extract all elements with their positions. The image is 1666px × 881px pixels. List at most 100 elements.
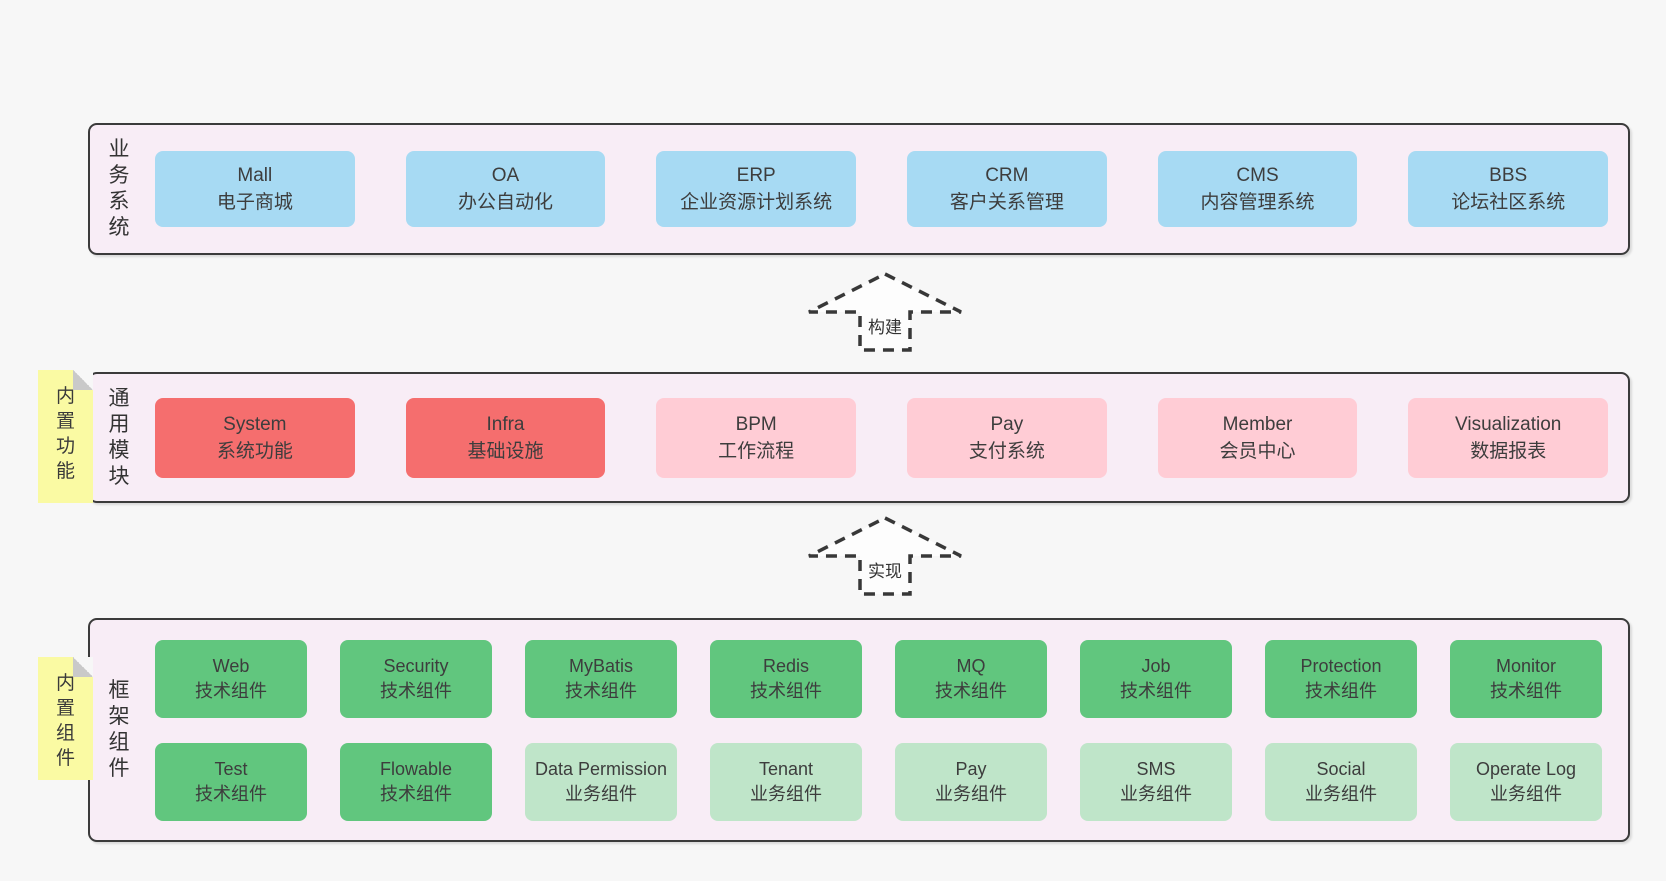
box-title: Mall	[237, 165, 273, 186]
box-title: BBS	[1489, 165, 1528, 186]
box-subtitle: 客户关系管理	[949, 192, 1064, 213]
box-member: Member 会员中心	[1157, 397, 1358, 478]
arrow-label: 构建	[865, 313, 905, 338]
tab-label: 内置组件	[56, 673, 76, 769]
box-job: Job 技术组件	[1080, 639, 1232, 718]
box-subtitle: 技术组件	[1490, 680, 1562, 701]
component-rows: Web 技术组件 Security 技术组件 MyBatis 技术组件 Redi…	[155, 639, 1602, 821]
box-operate-log: Operate Log 业务组件	[1450, 742, 1602, 821]
box-subtitle: 业务组件	[1120, 783, 1192, 804]
box-subtitle: 业务组件	[750, 783, 822, 804]
box-title: Security	[383, 655, 449, 676]
box-title: Test	[214, 758, 248, 779]
box-mq: MQ 技术组件	[895, 639, 1047, 718]
box-erp: ERP 企业资源计划系统	[656, 151, 857, 227]
box-title: MQ	[956, 655, 986, 676]
box-title: Tenant	[758, 758, 814, 779]
box-subtitle: 会员中心	[1219, 440, 1296, 462]
box-title: Pay	[990, 413, 1024, 435]
box-title: OA	[491, 165, 520, 186]
box-subtitle: 业务组件	[565, 783, 637, 804]
box-monitor: Monitor 技术组件	[1450, 639, 1602, 718]
box-subtitle: 技术组件	[1120, 680, 1192, 701]
box-title: BPM	[735, 413, 777, 435]
box-title: Redis	[762, 655, 810, 676]
layer-framework-components: 框架组件 Web 技术组件 Security 技术组件 MyBatis 技术组件…	[88, 618, 1630, 842]
box-title: Infra	[486, 413, 525, 435]
box-flowable: Flowable 技术组件	[340, 742, 492, 821]
business-boxes-row: Mall 电子商城 OA 办公自动化 ERP 企业资源计划系统 CRM 客户关系…	[155, 151, 1609, 227]
box-title: Operate Log	[1475, 758, 1577, 779]
box-test: Test 技术组件	[155, 742, 307, 821]
box-protection: Protection 技术组件	[1265, 639, 1417, 718]
box-subtitle: 内容管理系统	[1200, 192, 1315, 213]
box-mybatis: MyBatis 技术组件	[525, 639, 677, 718]
box-subtitle: 业务组件	[1305, 783, 1377, 804]
layer-label-common-modules: 通用模块	[108, 386, 130, 488]
box-mall: Mall 电子商城	[155, 151, 355, 227]
layer-business-systems: 业务系统 Mall 电子商城 OA 办公自动化 ERP 企业资源计划系统 CRM…	[88, 123, 1630, 255]
box-subtitle: 技术组件	[380, 680, 452, 701]
box-subtitle: 技术组件	[195, 783, 267, 804]
tab-built-in-features: 内置功能	[38, 370, 93, 503]
box-subtitle: 技术组件	[565, 680, 637, 701]
box-pay: Pay 支付系统	[907, 397, 1107, 478]
folded-corner-icon	[73, 370, 93, 390]
box-subtitle: 支付系统	[968, 440, 1045, 462]
component-boxes-row-2: Test 技术组件 Flowable 技术组件 Data Permission …	[155, 742, 1602, 821]
box-subtitle: 技术组件	[195, 680, 267, 701]
box-title: Protection	[1300, 655, 1382, 676]
box-bbs: BBS 论坛社区系统	[1408, 151, 1609, 227]
folded-corner-icon	[73, 657, 93, 677]
box-subtitle: 工作流程	[718, 440, 795, 462]
arrow-label: 实现	[865, 557, 905, 582]
layer-common-modules: 通用模块 System 系统功能 Infra 基础设施 BPM 工作流程 Pay…	[88, 372, 1630, 503]
box-subtitle: 技术组件	[380, 783, 452, 804]
box-subtitle: 电子商城	[216, 192, 293, 213]
box-title: Member	[1222, 413, 1293, 435]
box-subtitle: 技术组件	[1305, 680, 1377, 701]
component-boxes-row-1: Web 技术组件 Security 技术组件 MyBatis 技术组件 Redi…	[155, 639, 1602, 718]
box-title: Flowable	[379, 758, 453, 779]
box-title: Job	[1141, 655, 1171, 676]
box-data-permission: Data Permission 业务组件	[525, 742, 677, 821]
box-subtitle: 办公自动化	[458, 192, 554, 213]
layer-label-framework-components: 框架组件	[108, 679, 130, 780]
box-web: Web 技术组件	[155, 639, 307, 718]
box-infra: Infra 基础设施	[405, 397, 606, 478]
box-title: Pay	[955, 758, 987, 779]
box-title: Social	[1316, 758, 1366, 779]
box-bpm: BPM 工作流程	[656, 397, 857, 478]
module-boxes-row: System 系统功能 Infra 基础设施 BPM 工作流程 Pay 支付系统…	[155, 397, 1609, 478]
box-title: ERP	[736, 165, 776, 186]
arrow-build: 构建	[806, 271, 964, 353]
box-tenant: Tenant 业务组件	[710, 742, 862, 821]
box-title: Web	[212, 655, 250, 676]
box-redis: Redis 技术组件	[710, 639, 862, 718]
box-subtitle: 基础设施	[467, 440, 544, 462]
box-title: Data Permission	[534, 758, 668, 779]
box-subtitle: 系统功能	[216, 440, 293, 462]
box-sms: SMS 业务组件	[1080, 742, 1232, 821]
box-subtitle: 业务组件	[935, 783, 1007, 804]
box-subtitle: 企业资源计划系统	[680, 192, 833, 213]
box-subtitle: 论坛社区系统	[1451, 192, 1566, 213]
box-title: CMS	[1236, 165, 1279, 186]
arrow-implement: 实现	[806, 515, 964, 597]
box-security: Security 技术组件	[340, 639, 492, 718]
box-title: MyBatis	[568, 655, 633, 676]
box-oa: OA 办公自动化	[405, 151, 606, 227]
box-visualization: Visualization 数据报表	[1408, 397, 1609, 478]
box-subtitle: 业务组件	[1490, 783, 1562, 804]
box-title: SMS	[1136, 758, 1176, 779]
box-subtitle: 技术组件	[750, 680, 822, 701]
tab-built-in-components: 内置组件	[38, 657, 93, 780]
box-title: CRM	[985, 165, 1029, 186]
box-cms: CMS 内容管理系统	[1157, 151, 1358, 227]
box-title: System	[223, 413, 287, 435]
tab-label: 内置功能	[56, 386, 76, 482]
box-system: System 系统功能	[155, 397, 355, 478]
box-subtitle: 数据报表	[1470, 440, 1547, 462]
layer-label-business-systems: 业务系统	[108, 138, 130, 239]
